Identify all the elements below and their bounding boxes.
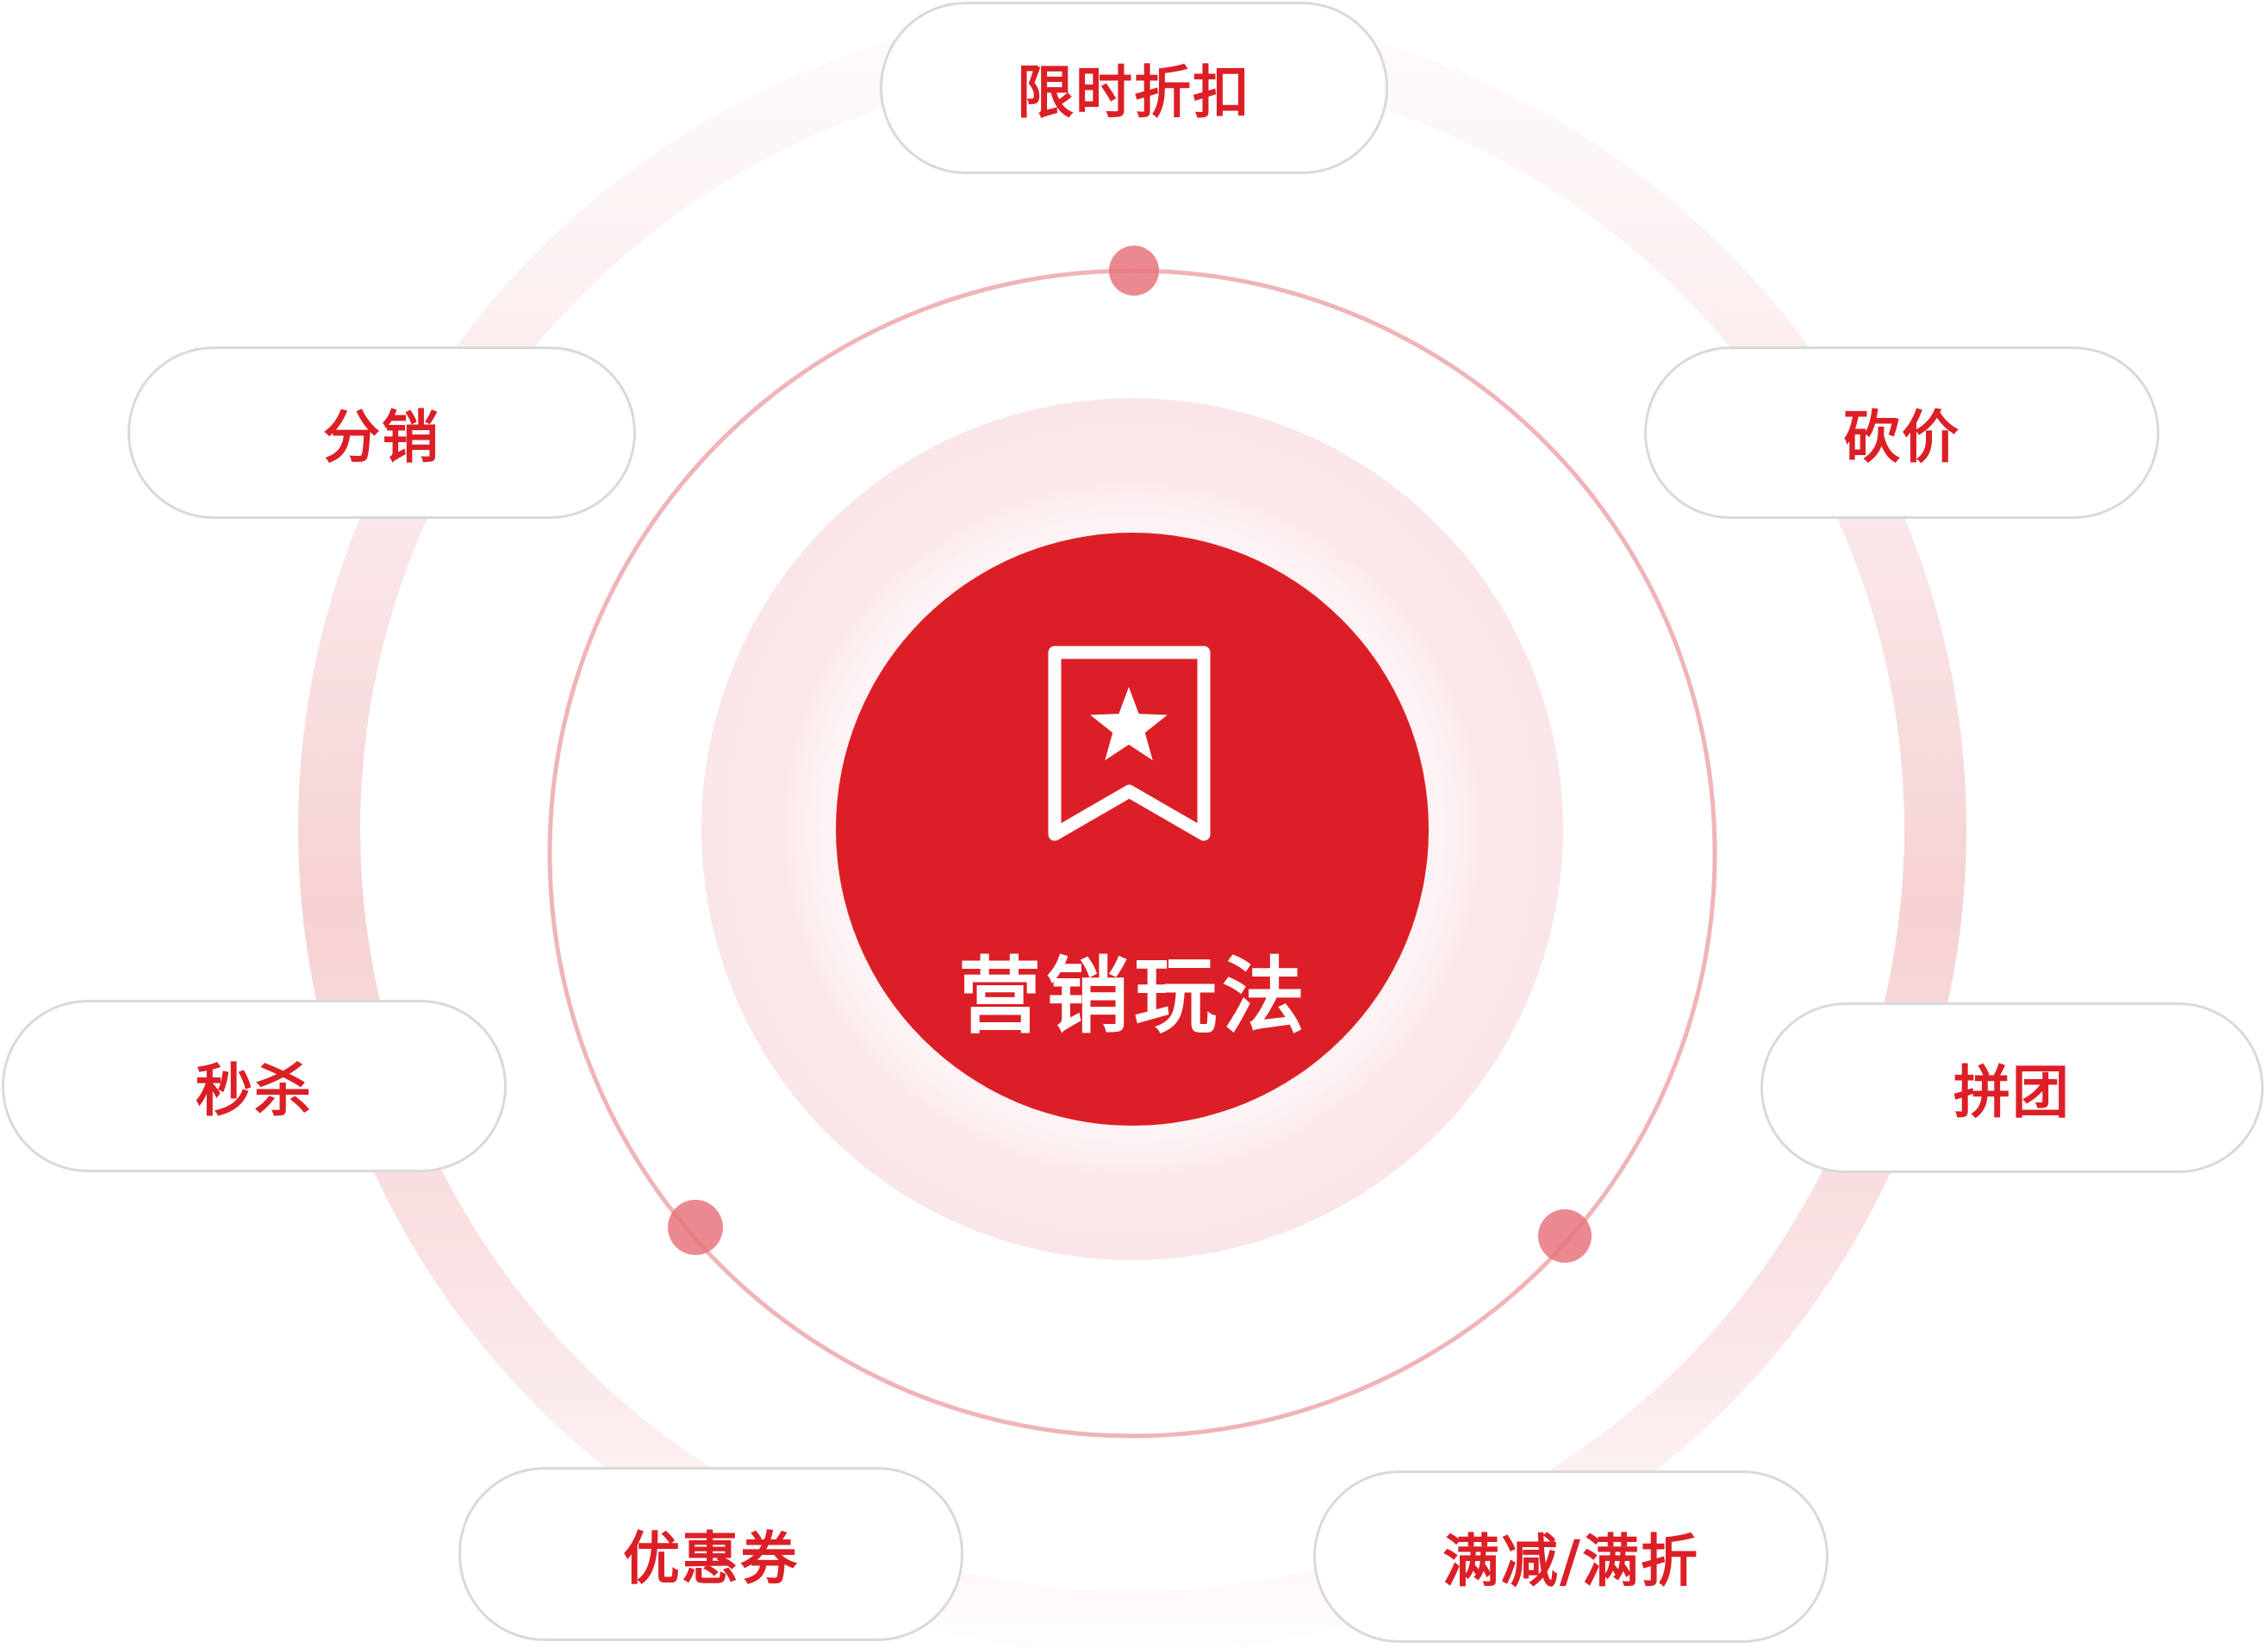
bookmark-star-icon xyxy=(1048,646,1211,841)
node-label: 限时折扣 xyxy=(1017,59,1251,126)
node-label: 满减/满折 xyxy=(1442,1528,1700,1595)
node-label: 砍价 xyxy=(1843,404,1960,471)
center-title: 营销玩法 xyxy=(958,947,1310,1045)
node-seckill[interactable]: 秒杀 xyxy=(2,1000,507,1172)
node-bargain[interactable]: 砍价 xyxy=(1644,346,2159,519)
node-group-buy[interactable]: 拼团 xyxy=(1760,1002,2264,1173)
orbit-dot-right xyxy=(1538,1209,1592,1263)
orbit-dot-top xyxy=(1109,246,1159,296)
node-coupon[interactable]: 优惠券 xyxy=(458,1467,963,1641)
node-label: 秒杀 xyxy=(196,1058,313,1124)
node-label: 优惠券 xyxy=(623,1526,799,1592)
node-distribution[interactable]: 分销 xyxy=(128,346,636,519)
node-label: 分销 xyxy=(323,404,440,471)
node-flash-discount[interactable]: 限时折扣 xyxy=(880,2,1388,174)
node-label: 拼团 xyxy=(1953,1059,2071,1126)
orbit-dot-left xyxy=(668,1200,723,1255)
node-full-reduction[interactable]: 满减/满折 xyxy=(1313,1470,1829,1643)
center-circle xyxy=(836,533,1429,1126)
